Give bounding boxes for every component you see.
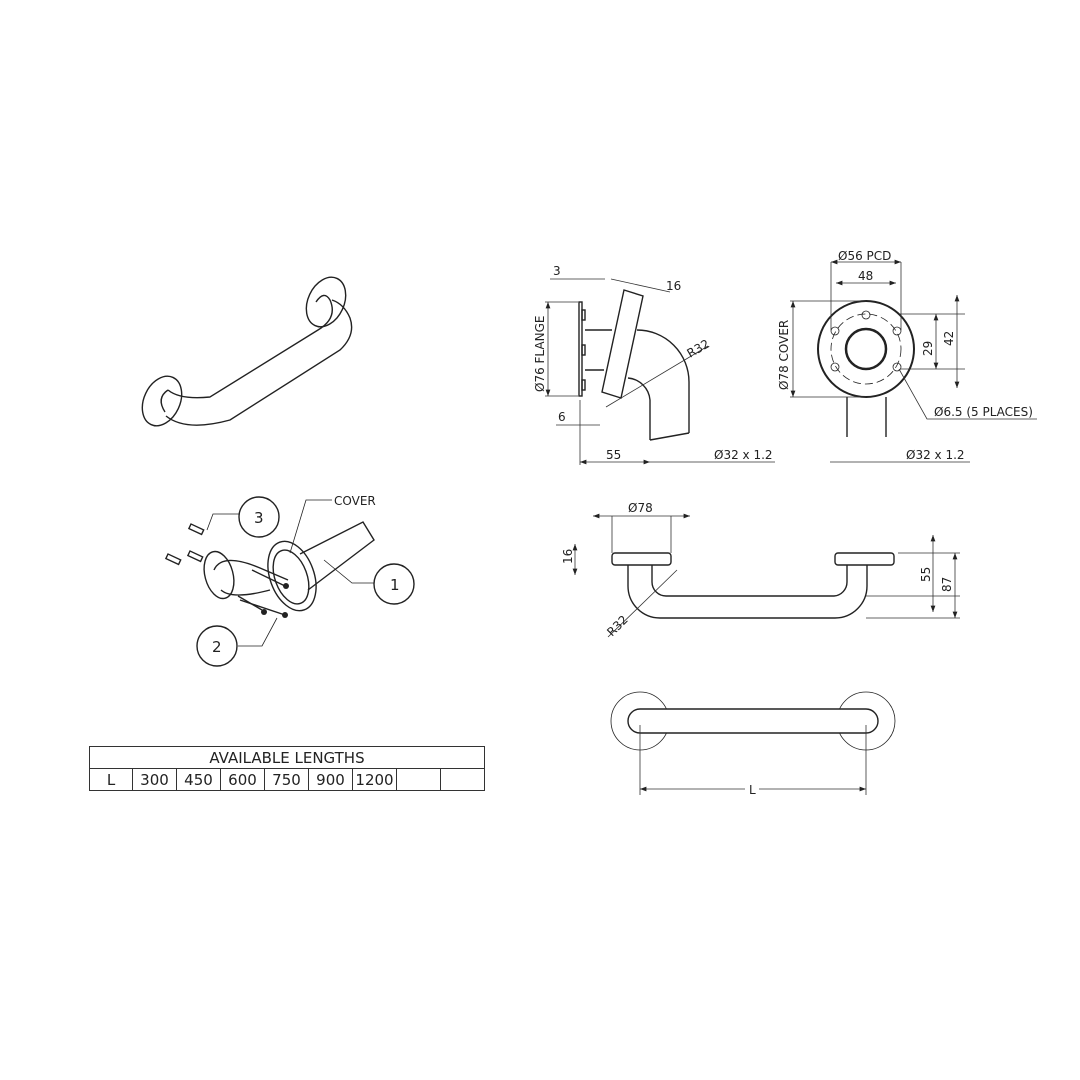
- dim-6: 6: [558, 410, 566, 424]
- tube-dim: Ø32 x 1.2: [714, 448, 773, 462]
- length-cell: 750: [264, 768, 309, 791]
- dim-55: 55: [606, 448, 621, 462]
- front-view: Ø56 PCD 48 Ø78 COVER 29 42 Ø6.5 (5 PLACE…: [777, 249, 1037, 463]
- elevation-view: Ø78 16 R32 55 87: [561, 501, 960, 639]
- cover-dim: Ø78 COVER: [777, 320, 791, 390]
- table-title: AVAILABLE LENGTHS: [89, 746, 485, 769]
- side-view: Ø76 FLANGE 3 16 R32 6 55 Ø32 x 1.2: [533, 264, 775, 465]
- dim-42: 42: [942, 331, 956, 346]
- flange-dim: Ø76 FLANGE: [533, 316, 547, 392]
- radius-r32: R32: [685, 337, 712, 361]
- cover-dia-dim: Ø78: [628, 501, 653, 515]
- length-cell: [396, 768, 441, 791]
- tube-dim-front: Ø32 x 1.2: [906, 448, 965, 462]
- dim-16: 16: [666, 279, 681, 293]
- cover-callout: COVER: [334, 494, 376, 508]
- balloon-1: 1: [390, 576, 400, 594]
- length-cell: [440, 768, 485, 791]
- dim-48: 48: [858, 269, 873, 283]
- dim-16-elev: 16: [561, 549, 575, 564]
- dim-87: 87: [940, 577, 954, 592]
- table-row: L 300 450 600 750 900 1200: [89, 768, 485, 791]
- available-lengths-table: AVAILABLE LENGTHS L 300 450 600 750 900 …: [89, 746, 485, 791]
- holes-dim: Ø6.5 (5 PLACES): [934, 405, 1033, 419]
- dim-29: 29: [921, 341, 935, 356]
- length-cell: 300: [132, 768, 177, 791]
- length-label: L: [749, 783, 756, 797]
- exploded-view: COVER 3 1 2: [164, 494, 415, 667]
- length-cell: 600: [220, 768, 265, 791]
- balloon-2: 2: [212, 638, 222, 656]
- dim-3: 3: [553, 264, 561, 278]
- row-label: L: [89, 768, 133, 791]
- length-cell: 450: [176, 768, 221, 791]
- balloon-3: 3: [254, 509, 264, 527]
- length-cell: 1200: [352, 768, 397, 791]
- isometric-grab-bar: [141, 276, 353, 427]
- pcd-dim: Ø56 PCD: [838, 249, 891, 263]
- dim-55-elev: 55: [919, 567, 933, 582]
- length-cell: 900: [308, 768, 353, 791]
- plan-view: L: [610, 691, 896, 797]
- radius-elev: R32: [604, 613, 631, 640]
